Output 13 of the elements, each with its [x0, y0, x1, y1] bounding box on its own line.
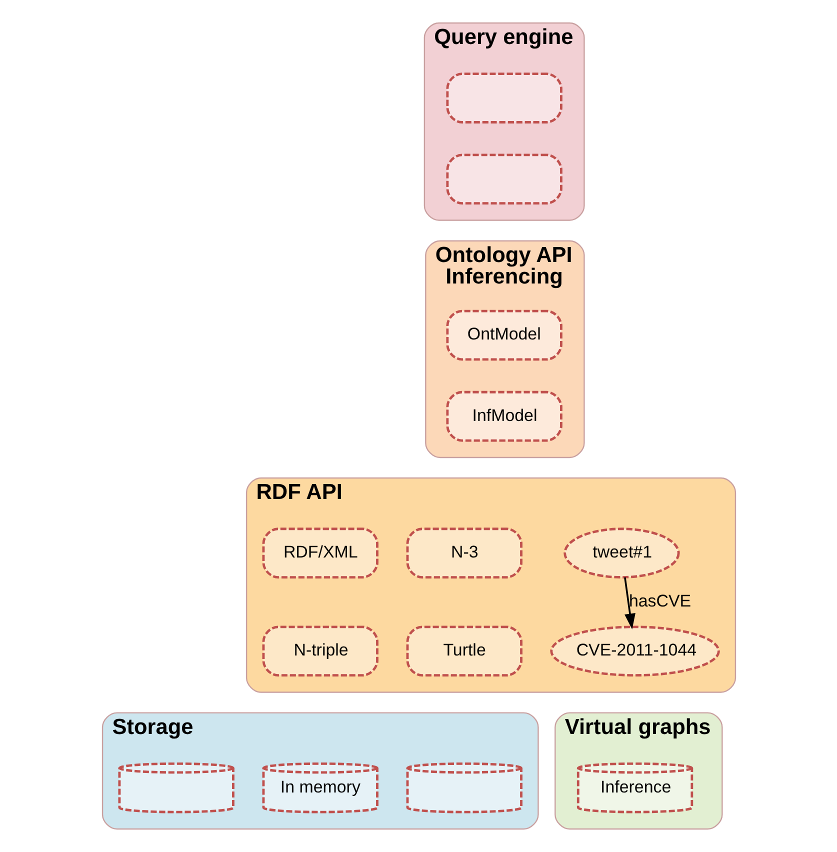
- cluster: Query engine: [423, 22, 584, 221]
- node-box: [446, 72, 562, 124]
- node-ellipse: tweet#1: [563, 528, 680, 578]
- node-ellipse: CVE-2011-1044: [550, 626, 720, 677]
- node-box: N-3: [406, 528, 522, 578]
- edge-label: hasCVE: [628, 592, 691, 611]
- arrow: [624, 577, 635, 630]
- node-box: RDF/XML: [262, 528, 378, 578]
- node-box: Turtle: [406, 626, 522, 677]
- node-box: InfModel: [446, 390, 562, 442]
- node-box: N-triple: [262, 626, 378, 677]
- node-box: OntModel: [446, 310, 562, 361]
- node-box: [446, 154, 562, 205]
